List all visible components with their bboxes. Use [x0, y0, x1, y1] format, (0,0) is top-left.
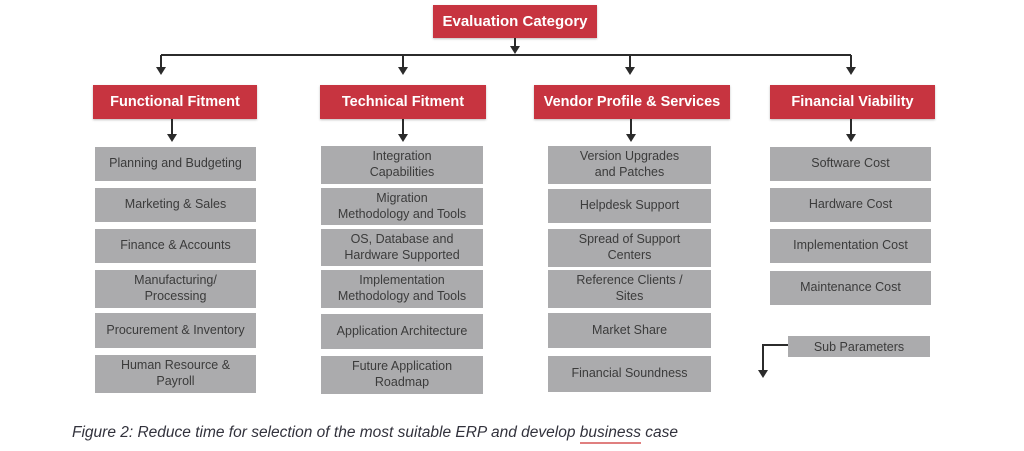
category-header-functional-fitment: Functional Fitment — [93, 85, 257, 119]
sub-item-maintenance-cost: Maintenance Cost — [770, 271, 931, 305]
sub-item-market-share: Market Share — [548, 313, 711, 348]
sub-item-application-architecture: Application Architecture — [321, 314, 483, 349]
sub-item-label: Spread of Support Centers — [578, 232, 681, 262]
sub-item-label: Finance & Accounts — [120, 238, 231, 253]
sub-item-label: Procurement & Inventory — [106, 322, 245, 337]
connector-root-line — [514, 38, 516, 48]
arrow-down-icon — [758, 370, 768, 378]
category-header-technical-fitment: Technical Fitment — [320, 85, 486, 119]
legend-sub-parameters: Sub Parameters — [788, 336, 930, 357]
category-header-label: Functional Fitment — [110, 94, 240, 110]
sub-item-label: Human Resource & Payroll — [120, 358, 231, 388]
sub-item-label: Financial Soundness — [571, 366, 688, 381]
sub-item-software-cost: Software Cost — [770, 147, 931, 181]
legend-connector-horizontal — [762, 344, 788, 346]
connector-main-horizontal — [161, 54, 851, 56]
sub-item-label: OS, Database and Hardware Supported — [344, 231, 460, 262]
sub-item-helpdesk-support: Helpdesk Support — [548, 189, 711, 223]
sub-item-label: Maintenance Cost — [800, 280, 901, 295]
connector-drop-vendor — [629, 55, 631, 68]
arrow-down-icon — [398, 67, 408, 75]
sub-item-label: Migration Methodology and Tools — [337, 190, 467, 221]
sub-item-implementation-cost: Implementation Cost — [770, 229, 931, 263]
arrow-down-icon — [846, 134, 856, 142]
legend-connector-vertical — [762, 344, 764, 372]
figure-caption: Figure 2: Reduce time for selection of t… — [72, 424, 679, 444]
arrow-down-icon — [510, 46, 520, 54]
sub-item-label: Application Architecture — [336, 323, 468, 338]
root-node-label: Evaluation Category — [442, 13, 588, 30]
arrow-down-icon — [398, 134, 408, 142]
arrow-down-icon — [167, 134, 177, 142]
sub-item-procurement-inventory: Procurement & Inventory — [95, 313, 256, 348]
sub-item-spread-support-centers: Spread of Support Centers — [548, 229, 711, 267]
sub-item-label: Software Cost — [811, 156, 890, 171]
root-node-evaluation-category: Evaluation Category — [433, 5, 597, 38]
connector-drop-technical — [402, 55, 404, 68]
sub-item-label: Implementation Methodology and Tools — [337, 273, 467, 303]
connector-technical-list — [402, 119, 404, 135]
sub-item-financial-soundness: Financial Soundness — [548, 356, 711, 392]
connector-drop-financial — [850, 55, 852, 68]
sub-item-label: Reference Clients / Sites — [576, 273, 683, 303]
sub-item-label: Planning and Budgeting — [109, 156, 242, 171]
arrow-down-icon — [626, 134, 636, 142]
category-header-financial-viability: Financial Viability — [770, 85, 935, 119]
sub-item-label: Integration Capabilities — [369, 149, 435, 179]
connector-vendor-list — [630, 119, 632, 135]
category-header-vendor-profile-services: Vendor Profile & Services — [534, 85, 730, 119]
category-header-label: Financial Viability — [791, 94, 914, 110]
sub-item-label: Helpdesk Support — [579, 198, 680, 213]
arrow-down-icon — [156, 67, 166, 75]
sub-item-version-upgrades-patches: Version Upgrades and Patches — [548, 146, 711, 184]
category-header-label: Vendor Profile & Services — [543, 94, 721, 110]
category-header-label: Technical Fitment — [341, 94, 465, 110]
sub-item-label: Version Upgrades and Patches — [579, 149, 680, 179]
sub-item-planning-budgeting: Planning and Budgeting — [95, 147, 256, 181]
arrow-down-icon — [846, 67, 856, 75]
sub-item-label: Marketing & Sales — [124, 197, 227, 212]
sub-item-label: Market Share — [591, 322, 668, 337]
sub-item-human-resource-payroll: Human Resource & Payroll — [95, 355, 256, 393]
sub-item-label: Future Application Roadmap — [351, 359, 453, 389]
connector-financial-list — [850, 119, 852, 135]
arrow-down-icon — [625, 67, 635, 75]
sub-item-implementation-methodology: Implementation Methodology and Tools — [321, 270, 483, 308]
caption-prefix: Figure 2: Reduce time for selection of t… — [72, 424, 580, 441]
sub-item-hardware-cost: Hardware Cost — [770, 188, 931, 222]
sub-item-label: Implementation Cost — [793, 238, 908, 253]
caption-suffix: case — [640, 424, 679, 441]
sub-item-os-database-hardware: OS, Database and Hardware Supported — [321, 229, 483, 266]
sub-item-label: Manufacturing/ Processing — [134, 273, 217, 303]
sub-item-future-application-roadmap: Future Application Roadmap — [321, 356, 483, 394]
connector-drop-functional — [160, 55, 162, 68]
connector-functional-list — [171, 119, 173, 135]
caption-underlined-word: business — [579, 424, 641, 444]
sub-item-marketing-sales: Marketing & Sales — [95, 188, 256, 222]
sub-item-finance-accounts: Finance & Accounts — [95, 229, 256, 263]
sub-item-label: Hardware Cost — [808, 197, 893, 212]
sub-item-migration-methodology: Migration Methodology and Tools — [321, 188, 483, 225]
legend-label: Sub Parameters — [813, 339, 905, 354]
sub-item-manufacturing-processing: Manufacturing/ Processing — [95, 270, 256, 308]
sub-item-reference-clients-sites: Reference Clients / Sites — [548, 270, 711, 308]
sub-item-integration-capabilities: Integration Capabilities — [321, 146, 483, 184]
